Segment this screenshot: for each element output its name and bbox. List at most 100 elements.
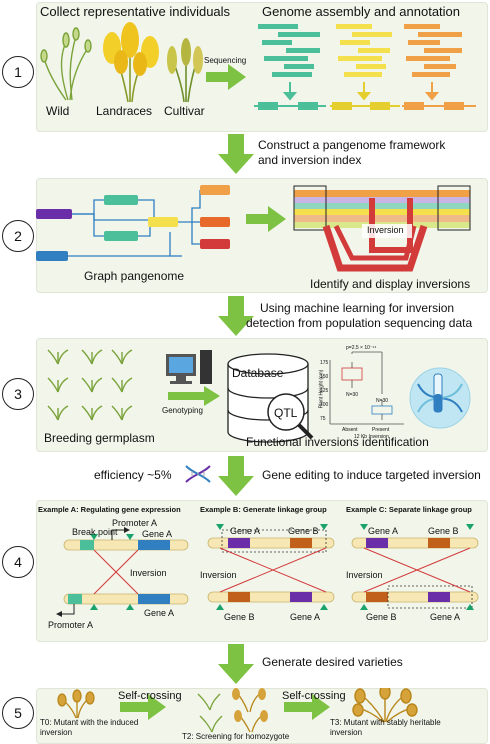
plot-ytick: 150	[320, 374, 329, 380]
inversion-label-c: Inversion	[346, 570, 383, 580]
plot-ytick: 100	[320, 402, 329, 408]
panel-5-graphics	[57, 688, 418, 733]
self-crossing-arrow-1	[120, 694, 166, 720]
t2-plants-icon	[197, 688, 268, 733]
self-crossing-1-label: Self-crossing	[118, 690, 182, 702]
down-arrow-yellow	[356, 82, 372, 101]
panel-1-graphics	[40, 22, 476, 110]
transition-2-3-line1: Using machine learning for inversion	[260, 301, 455, 315]
step-2-circle: 2	[2, 220, 34, 252]
qtl-label: QTL	[274, 406, 298, 420]
t3-label-line1: T3: Mutant with stably heritable	[330, 718, 441, 727]
panel-3-graphics	[47, 349, 471, 443]
gene-a-bottom-label-b: Gene A	[290, 612, 321, 622]
gene-a-top-label-b: Gene A	[230, 526, 261, 536]
arrow-3-4	[218, 456, 254, 496]
gene-b-top-label-b: Gene B	[288, 526, 319, 536]
teal-reads	[258, 24, 320, 77]
graph-pangenome-label: Graph pangenome	[84, 269, 185, 283]
plot-ytick: 125	[320, 388, 329, 394]
step-4-circle: 4	[2, 546, 34, 578]
wild-rice-icon	[40, 27, 92, 101]
wild-label: Wild	[46, 104, 70, 118]
example-b-diagram	[207, 524, 335, 610]
inversion-label-b: Inversion	[200, 570, 237, 580]
transition-1-2-line2: and inversion index	[258, 153, 362, 167]
t0-label-line2: inversion	[40, 728, 73, 737]
germplasm-seedlings	[47, 349, 133, 421]
plot-n-absent: N=30	[346, 392, 359, 398]
plot-cat-present: Present	[372, 427, 390, 433]
dna-icon	[185, 465, 211, 483]
inversion-label-panel2: Inversion	[367, 225, 404, 235]
identify-inversions-label: Identify and display inversions	[310, 277, 471, 291]
genotyping-arrow	[168, 386, 220, 406]
cultivar-label: Cultivar	[164, 104, 205, 118]
t3-label-line2: inversion	[330, 728, 363, 737]
dna-tube-icon	[409, 367, 471, 429]
gene-a-top-label-c: Gene A	[368, 526, 399, 536]
arrow-2-3	[218, 296, 254, 336]
example-c-title: Example C: Separate linkage group	[346, 505, 472, 514]
gene-a-top-label-a: Gene A	[142, 529, 173, 539]
yellow-reads	[336, 24, 392, 77]
down-arrow-orange	[424, 82, 440, 101]
t0-label-line1: T0: Mutant with the induced	[40, 718, 139, 727]
panel-4-graphics	[56, 524, 479, 617]
cultivar-rice-icon	[167, 38, 203, 103]
step-5-circle: 5	[2, 697, 34, 729]
example-b-title: Example B: Generate linkage group	[200, 505, 327, 514]
gene-b-bottom-label-b: Gene B	[224, 612, 255, 622]
transition-1-2-line1: Construct a pangenome framework	[258, 138, 446, 152]
plot-ytick: 175	[320, 360, 329, 366]
assembly-title: Genome assembly and annotation	[262, 4, 461, 19]
inversion-label-a: Inversion	[130, 568, 167, 578]
example-a-diagram	[56, 527, 189, 617]
functional-inversions-label: Functional inversions identification	[246, 435, 429, 449]
magnifier-icon	[267, 393, 314, 440]
inversion-display	[293, 185, 471, 272]
boxplot	[329, 351, 404, 425]
break-point-label: Break point	[72, 527, 118, 537]
assembled-genome-yellow	[330, 102, 400, 110]
example-c-diagram	[351, 524, 479, 610]
sequencing-arrow	[206, 64, 246, 90]
panel-4	[36, 500, 488, 642]
database-label: Database	[232, 366, 284, 380]
transition-2-3-line2: detection from population sequencing dat…	[246, 316, 473, 330]
landraces-label: Landraces	[96, 104, 153, 118]
plot-n-present: N=30	[376, 398, 389, 404]
arrow-4-5	[218, 644, 254, 684]
gene-editing-label: Gene editing to induce targeted inversio…	[262, 468, 481, 482]
example-a-title: Example A: Regulating gene expression	[38, 505, 181, 514]
promoter-a-bottom-label: Promoter A	[48, 620, 94, 630]
panel-1	[36, 2, 488, 132]
assembled-genome-teal	[254, 102, 326, 110]
orange-reads	[404, 24, 462, 77]
plot-xlabel: 12 Kb Inversion	[354, 434, 389, 440]
assembled-genome-orange	[402, 102, 476, 110]
efficiency-label: efficiency ~5%	[94, 468, 172, 482]
graph-pangenome	[36, 185, 230, 261]
t2-label: T2: Screening for homozygote	[182, 732, 290, 741]
t0-rice-icon	[57, 689, 95, 719]
down-arrows	[282, 82, 298, 101]
generate-varieties-label: Generate desired varieties	[262, 655, 403, 669]
plot-pvalue: p=2.5 × 10⁻¹⁴	[346, 345, 377, 351]
step-1-circle: 1	[2, 56, 34, 88]
plot-cat-absent: Absent	[342, 427, 358, 433]
panel-2-graphics	[36, 185, 471, 272]
computer-icon	[166, 350, 212, 384]
arrow-1-2	[218, 134, 254, 174]
step-3-circle: 3	[2, 378, 34, 410]
sequencing-label: Sequencing	[204, 56, 247, 65]
genotyping-label: Genotyping	[162, 406, 203, 415]
breeding-germplasm-label: Breeding germplasm	[44, 431, 155, 445]
gene-a-bottom-label-a: Gene A	[144, 608, 175, 618]
landrace-rice-icon	[103, 22, 159, 103]
self-crossing-arrow-2	[284, 694, 330, 720]
plot-ytick: 75	[320, 416, 326, 422]
panel-2-arrow	[246, 206, 286, 232]
t3-rice-icon	[352, 688, 418, 723]
promoter-a-top-label: Promoter A	[112, 518, 158, 528]
